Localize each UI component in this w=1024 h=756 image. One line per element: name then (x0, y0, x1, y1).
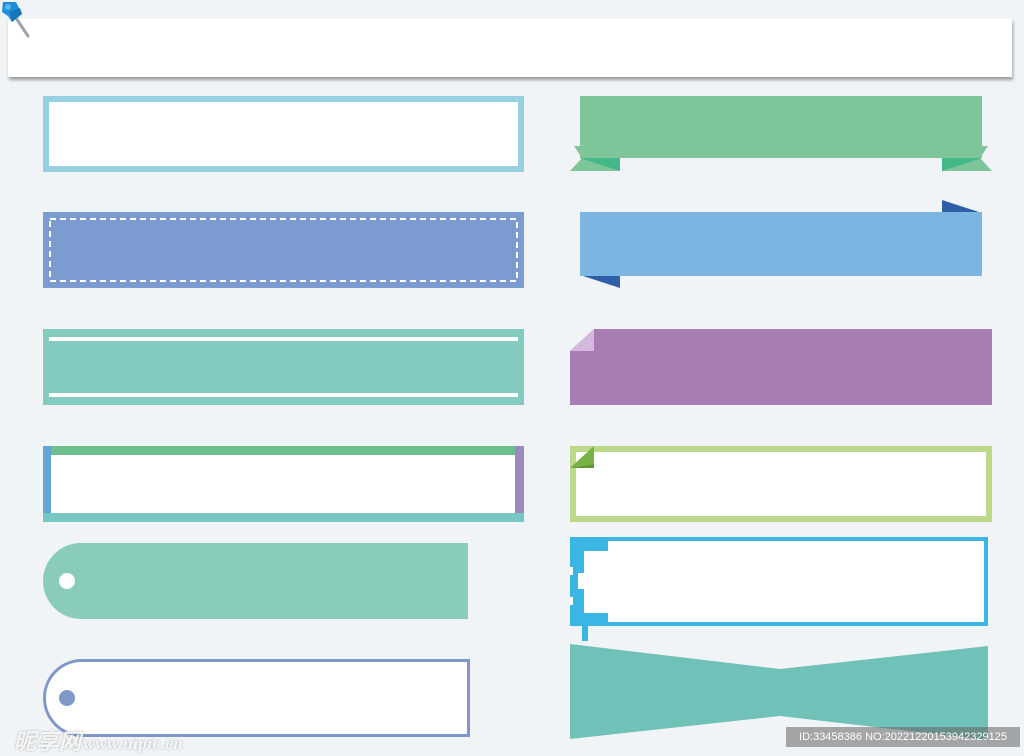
banner-lime-frame (570, 446, 992, 522)
banner-blue-dashed (43, 212, 524, 288)
banner-multicolor-frame (43, 446, 524, 522)
watermark-logo: 昵享网 (14, 729, 82, 754)
banner-teal-bowtie (570, 644, 988, 740)
banner-green-ribbon (570, 96, 992, 171)
banner-sky-ribbon (580, 200, 982, 288)
watermark: 昵享网 www.nipic.cn (14, 724, 183, 756)
banner-purple-folded (570, 329, 992, 405)
pushpin-icon (2, 2, 30, 38)
banner-light-blue-frame (43, 96, 524, 172)
banner-teal-lined (43, 329, 524, 405)
banner-outline-tag (43, 659, 470, 737)
watermark-url: www.nipic.cn (83, 734, 184, 753)
top-banner (8, 19, 1012, 77)
banner-cyan-notched (570, 537, 988, 641)
image-id-badge: ID:33458386 NO:20221220153942329125 (786, 727, 1020, 747)
banner-mint-tag (43, 543, 468, 619)
